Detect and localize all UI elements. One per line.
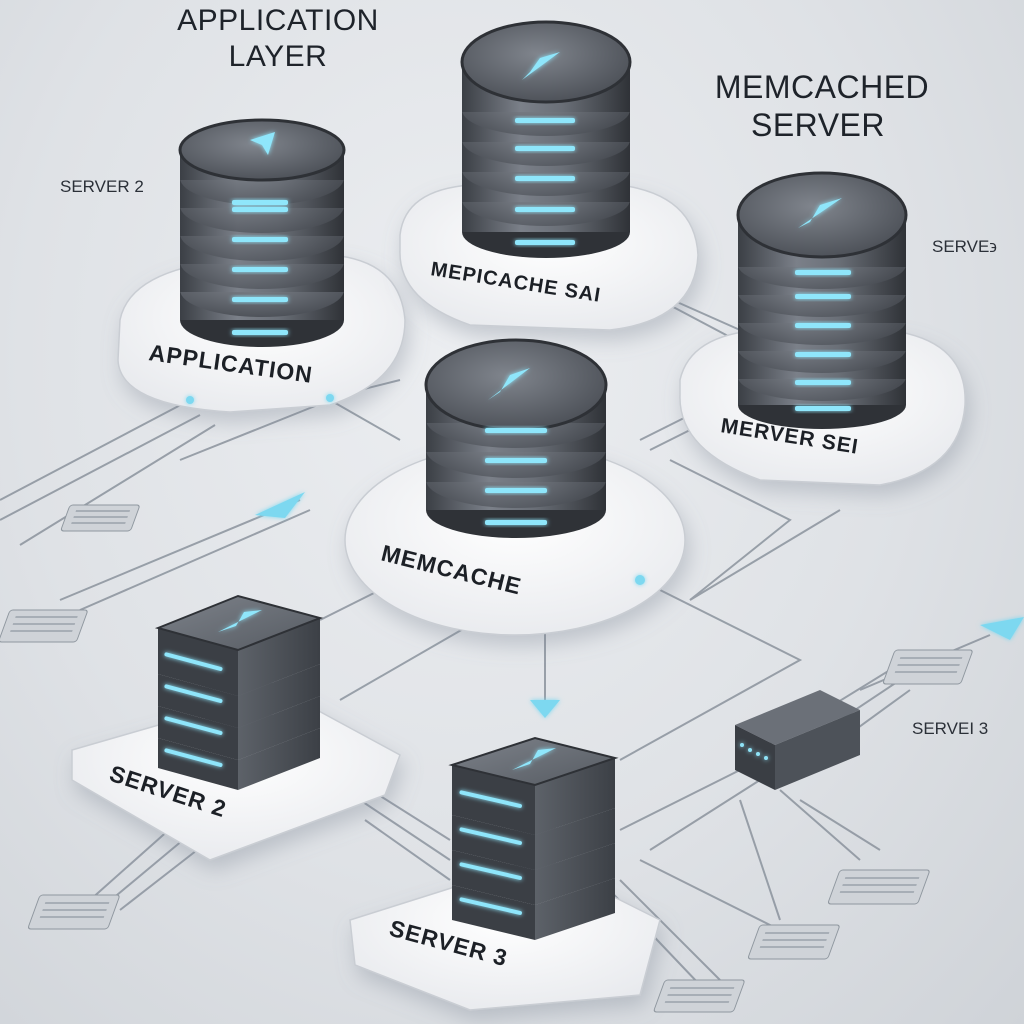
led-icon [515, 118, 575, 123]
arrow-icon [250, 132, 275, 155]
database-stack-memcache-top [460, 20, 632, 258]
port-block-icon [60, 504, 140, 532]
wire [619, 579, 803, 761]
arrow-icon [512, 748, 556, 770]
database-stack-memcached-server [736, 171, 908, 429]
port-block-icon [827, 869, 930, 905]
wire [59, 499, 311, 611]
port-block-icon [747, 924, 840, 960]
database-stack-memcache-center [424, 338, 608, 538]
wire [669, 459, 792, 601]
led-icon [232, 207, 288, 212]
led-icon [485, 428, 547, 433]
arrow-marker-icon [980, 617, 1024, 640]
wire [619, 769, 881, 921]
arrow-markers [186, 394, 1024, 718]
led-icon [232, 330, 288, 335]
arrow-marker-icon [530, 700, 560, 718]
led-icon [232, 297, 288, 302]
led-icon [485, 458, 547, 463]
led-icon [164, 684, 223, 703]
connector-dot [186, 396, 194, 404]
port-block-icon [882, 649, 973, 685]
connector-dot [326, 394, 334, 402]
led-icon [795, 352, 851, 357]
heading-memcached-server-line1: MEMCACHED [715, 69, 929, 105]
heading-memcached-server-line2: SERVER [751, 107, 885, 143]
headings: APPLICATION LAYER MEMCACHED SERVER [177, 4, 929, 143]
arrow-icon [798, 198, 842, 228]
network-wires [0, 289, 991, 986]
led-icon [515, 146, 575, 151]
led-icon [232, 237, 288, 242]
wire [319, 589, 471, 701]
led-icon [164, 652, 223, 671]
led-icon [515, 207, 575, 212]
note-right-server: SERVE϶ [932, 237, 997, 256]
led-icon [232, 267, 288, 272]
led-icon [795, 323, 851, 328]
led-icon [164, 716, 223, 735]
wire [329, 399, 401, 441]
rack-server-stack-server3 [448, 736, 619, 940]
led-icon [485, 520, 547, 525]
wire [639, 859, 781, 931]
note-bottom-right-server: SERVEI 3 [912, 719, 988, 738]
led-icon [485, 488, 547, 493]
led-icon [795, 380, 851, 385]
led-icon [515, 176, 575, 181]
notes: SERVER 2 SERVE϶ SERVEI 3 [60, 177, 997, 738]
led-icon [459, 862, 522, 880]
led-icon [164, 748, 223, 767]
led-icon [795, 294, 851, 299]
switch-icon [735, 690, 860, 790]
port-block-icon [0, 609, 88, 643]
led-icon [232, 200, 288, 205]
connector-dot [635, 575, 645, 585]
arrow-marker-icon [255, 492, 305, 518]
led-icon [459, 897, 522, 915]
led-icon [515, 240, 575, 245]
rack-server-stack-server2 [154, 594, 324, 790]
led-icon [459, 827, 522, 845]
led-icon [795, 270, 851, 275]
port-block-icon [27, 894, 120, 930]
heading-application-layer-line1: APPLICATION [177, 4, 379, 37]
arrow-icon [218, 610, 262, 632]
database-stack-application [178, 118, 346, 347]
led-icon [459, 790, 522, 808]
arrow-icon [522, 52, 560, 80]
heading-application-layer-line2: LAYER [229, 40, 328, 73]
port-blocks [0, 504, 973, 1013]
led-icon [795, 406, 851, 411]
wire [0, 399, 216, 546]
arrow-icon [488, 368, 530, 400]
note-left-server: SERVER 2 [60, 177, 144, 196]
port-block-icon [653, 979, 745, 1013]
wire [689, 509, 841, 601]
